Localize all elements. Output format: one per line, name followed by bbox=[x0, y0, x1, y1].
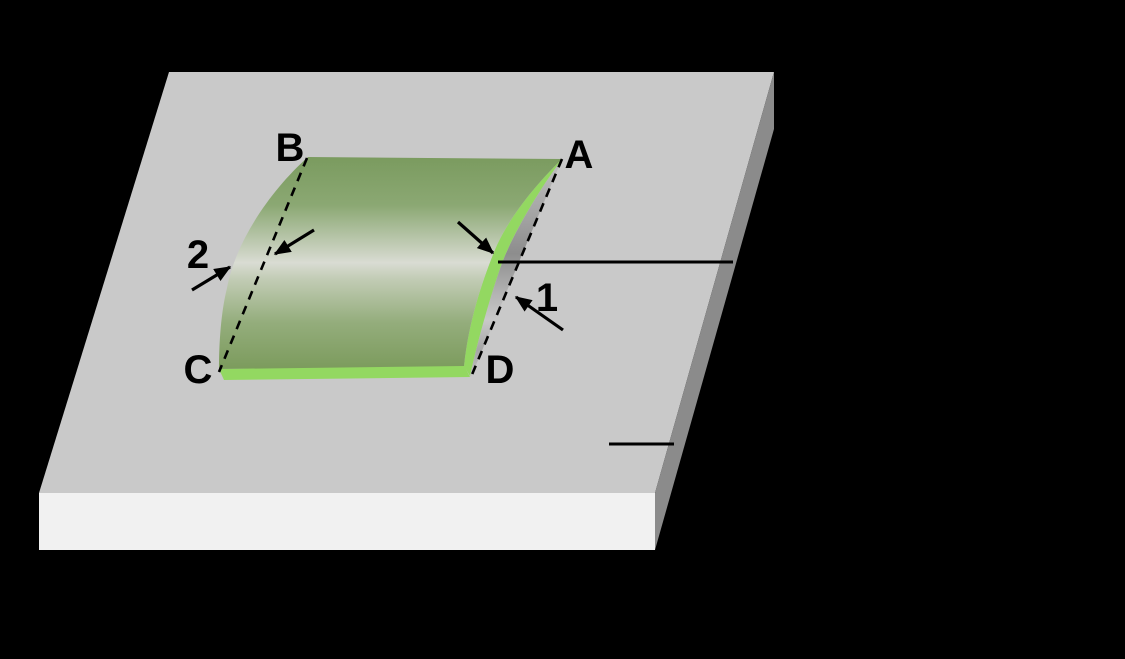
substrate-side-face bbox=[655, 72, 774, 550]
substrate-front-face bbox=[39, 493, 655, 550]
sheet-edge-band-bottom bbox=[219, 365, 470, 380]
label-pointer-1: 1 bbox=[536, 276, 558, 320]
arrow-1-to-fold-line bbox=[514, 295, 564, 332]
arrow-to-rolled-edge-right bbox=[456, 220, 495, 255]
fold-line-a-d bbox=[469, 158, 564, 378]
label-corner-d: D bbox=[486, 348, 515, 392]
label-corner-b: B bbox=[276, 126, 305, 170]
label-corner-c: C bbox=[184, 348, 213, 392]
sheet-rolled-edge-right bbox=[464, 159, 562, 376]
arrow-2-to-curl-edge bbox=[191, 265, 232, 292]
sheet-surface bbox=[219, 157, 562, 369]
label-corner-a: A bbox=[565, 133, 594, 177]
arrow-to-fold-line-left bbox=[273, 228, 315, 256]
fold-line-b-c bbox=[217, 157, 309, 373]
label-pointer-2: 2 bbox=[187, 233, 209, 277]
